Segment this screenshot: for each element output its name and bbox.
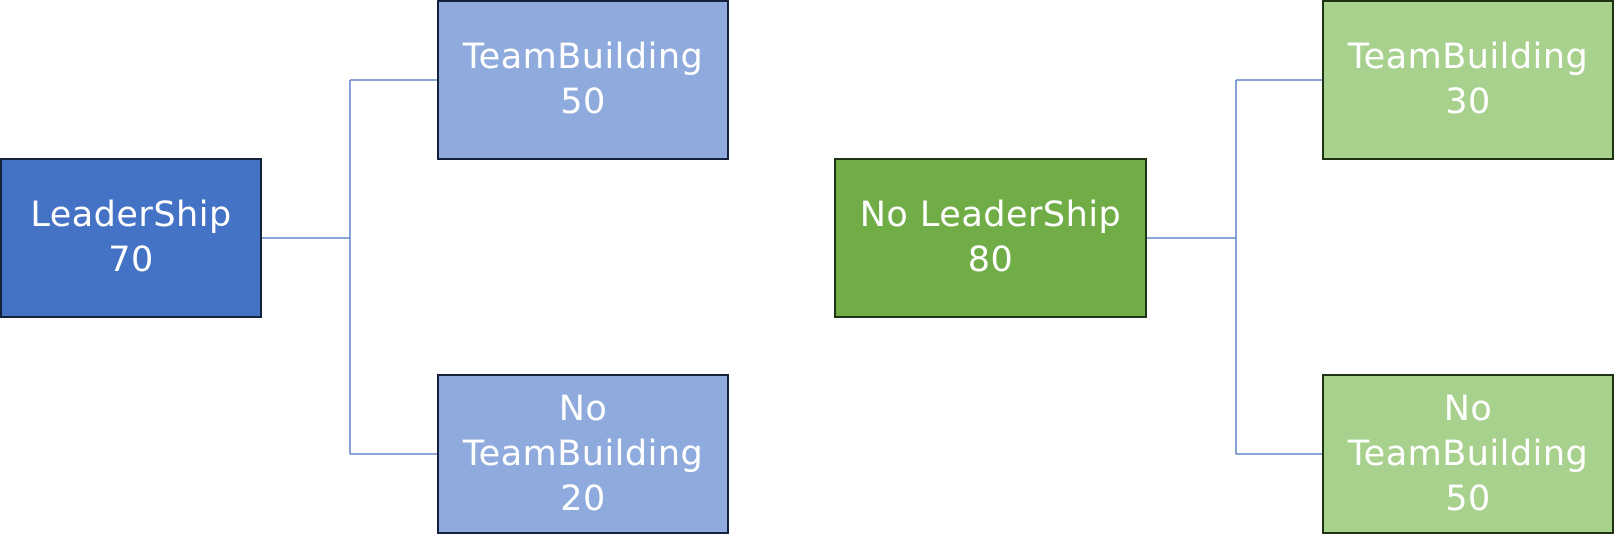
leadership-root-node: LeaderShip 70 [0,158,262,318]
no-leadership-no-teambuilding-label-line1: No [1443,388,1493,429]
no-leadership-teambuilding-value: 30 [1445,82,1491,122]
leadership-no-teambuilding-node: No TeamBuilding 20 [437,374,729,534]
no-leadership-teambuilding-label: TeamBuilding [1347,37,1589,77]
leadership-no-teambuilding-label-line2: TeamBuilding [462,433,704,474]
leadership-teambuilding-label: TeamBuilding [462,37,704,77]
leadership-root-value: 70 [108,240,154,280]
leadership-no-teambuilding-value: 20 [560,478,606,519]
no-leadership-root-node: No LeaderShip 80 [834,158,1147,318]
leadership-teambuilding-value: 50 [560,82,606,122]
no-leadership-root-label: No LeaderShip [859,195,1122,235]
no-leadership-no-teambuilding-node: No TeamBuilding 50 [1322,374,1614,534]
leadership-teambuilding-node: TeamBuilding 50 [437,0,729,160]
no-leadership-connectors [1147,79,1322,455]
leadership-connectors [262,79,437,455]
leadership-root-label: LeaderShip [30,195,232,235]
leadership-no-teambuilding-label-line1: No [558,388,608,429]
no-leadership-teambuilding-node: TeamBuilding 30 [1322,0,1614,160]
no-leadership-no-teambuilding-value: 50 [1445,478,1491,519]
no-leadership-root-value: 80 [967,240,1014,280]
no-leadership-no-teambuilding-label-line2: TeamBuilding [1347,433,1589,474]
